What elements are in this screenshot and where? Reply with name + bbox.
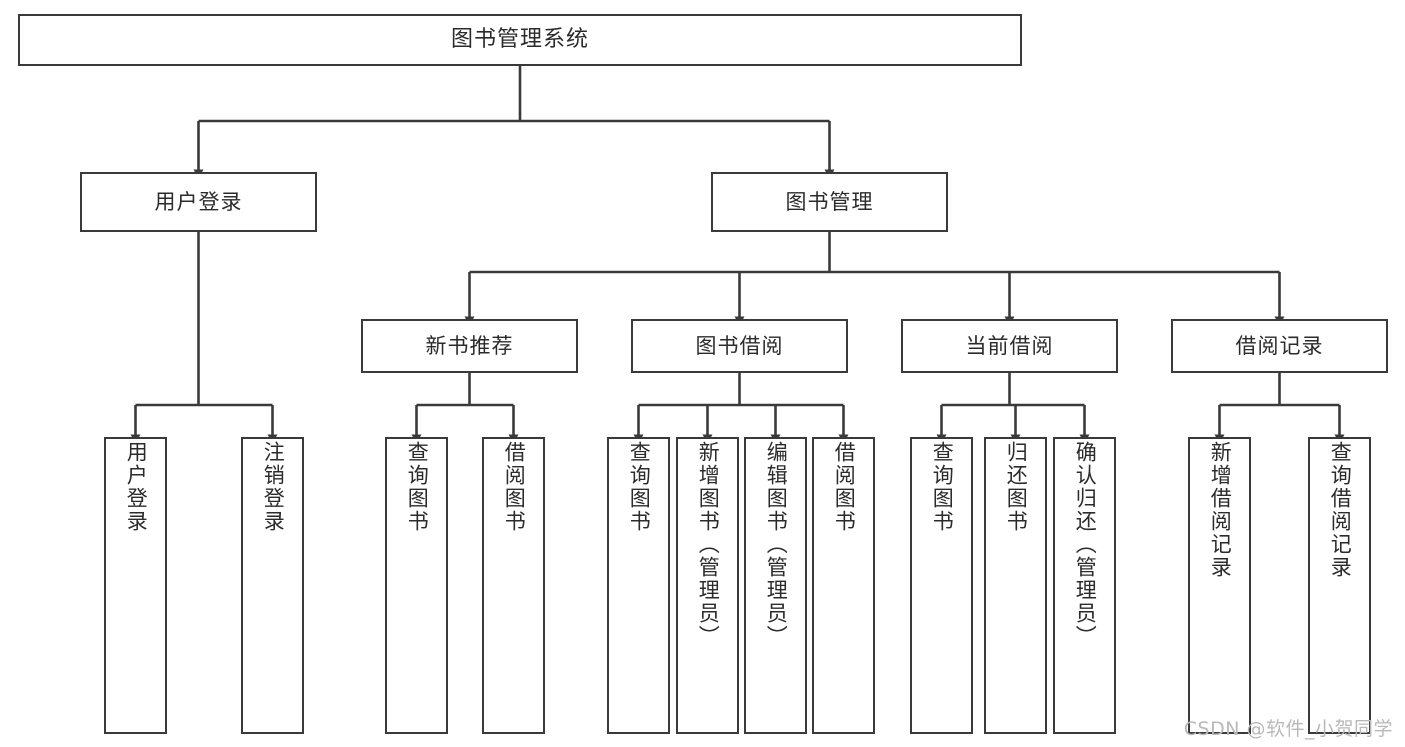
node-leaf-query-book-current[interactable]: 查询图书 bbox=[910, 437, 973, 734]
node-leaf-add-borrow-record[interactable]: 新增借阅记录 bbox=[1188, 437, 1251, 734]
node-label: 当前借阅 bbox=[965, 333, 1054, 358]
node-label: 查询图书 bbox=[930, 441, 955, 533]
node-leaf-edit-book[interactable]: 编辑图书（管理员） bbox=[744, 437, 807, 734]
node-label: 借阅图书 bbox=[832, 441, 857, 533]
node-borrow-record[interactable]: 借阅记录 bbox=[1171, 319, 1388, 373]
node-label: 用户登录 bbox=[124, 441, 149, 533]
node-label: 查询图书 bbox=[405, 441, 430, 533]
node-leaf-borrow-book-rec[interactable]: 借阅图书 bbox=[482, 437, 545, 734]
node-leaf-user-logout[interactable]: 注销登录 bbox=[241, 437, 304, 734]
node-label: 新增图书（管理员） bbox=[696, 441, 721, 648]
node-leaf-query-book-rec[interactable]: 查询图书 bbox=[385, 437, 448, 734]
node-label: 借阅图书 bbox=[502, 441, 527, 533]
node-book-borrow[interactable]: 图书借阅 bbox=[631, 319, 848, 373]
node-current-borrow[interactable]: 当前借阅 bbox=[901, 319, 1118, 373]
node-leaf-query-borrow-record[interactable]: 查询借阅记录 bbox=[1308, 437, 1371, 734]
node-leaf-confirm-return[interactable]: 确认归还（管理员） bbox=[1053, 437, 1116, 734]
node-label: 编辑图书（管理员） bbox=[764, 441, 789, 648]
node-label: 新书推荐 bbox=[425, 333, 514, 358]
node-leaf-return-book[interactable]: 归还图书 bbox=[984, 437, 1047, 734]
node-book-management[interactable]: 图书管理 bbox=[711, 172, 948, 232]
node-leaf-user-login[interactable]: 用户登录 bbox=[104, 437, 167, 734]
node-user-login[interactable]: 用户登录 bbox=[80, 172, 317, 232]
node-label: 查询图书 bbox=[627, 441, 652, 533]
node-label: 确认归还（管理员） bbox=[1073, 441, 1098, 648]
node-leaf-add-book[interactable]: 新增图书（管理员） bbox=[676, 437, 739, 734]
node-label: 图书管理 bbox=[785, 189, 874, 214]
node-label: 图书管理系统 bbox=[450, 27, 589, 52]
node-label: 新增借阅记录 bbox=[1208, 441, 1233, 579]
node-label: 注销登录 bbox=[261, 441, 286, 533]
node-label: 图书借阅 bbox=[695, 333, 784, 358]
node-leaf-query-book-borrow[interactable]: 查询图书 bbox=[607, 437, 670, 734]
node-label: 归还图书 bbox=[1004, 441, 1029, 533]
node-label: 查询借阅记录 bbox=[1328, 441, 1353, 579]
node-label: 用户登录 bbox=[154, 189, 243, 214]
node-root[interactable]: 图书管理系统 bbox=[18, 14, 1022, 66]
node-leaf-borrow-book[interactable]: 借阅图书 bbox=[812, 437, 875, 734]
node-label: 借阅记录 bbox=[1235, 333, 1324, 358]
node-new-book-recommend[interactable]: 新书推荐 bbox=[361, 319, 578, 373]
